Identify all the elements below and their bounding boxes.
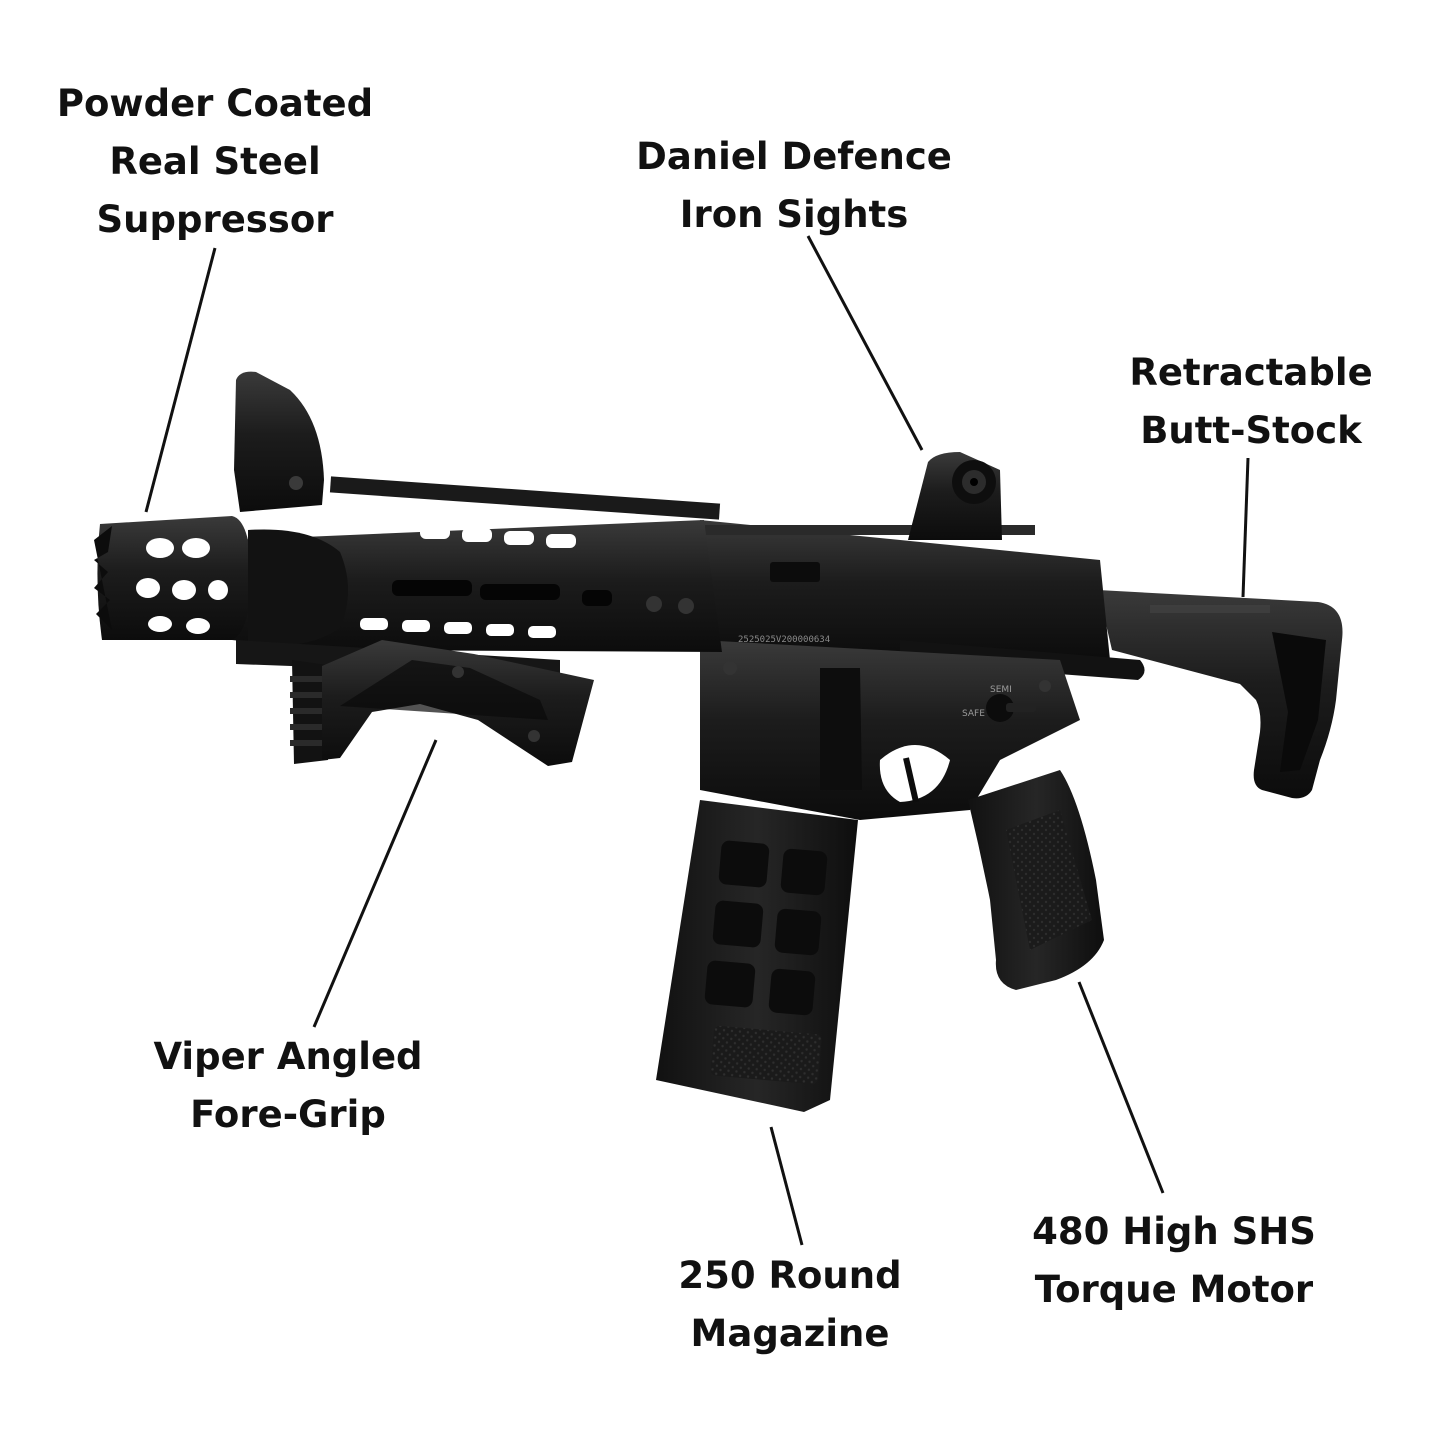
sights-label-line-1: Daniel Defence [636,135,952,178]
stock-leader-line [1241,457,1250,598]
magazine-label: 250 Round Magazine [662,1247,918,1363]
stock-label-line-2: Butt-Stock [1140,409,1362,452]
butt-stock [1098,590,1343,799]
suppressor-label: Powder Coated Real Steel Suppressor [34,75,396,249]
magazine-leader-line [769,1126,804,1246]
motor-label-line-1: 480 High SHS [1032,1210,1316,1253]
magazine [656,800,858,1112]
angled-foregrip [236,640,594,766]
lower-receiver: SEMI SAFE [700,640,1080,820]
magazine-label-line-2: Magazine [690,1312,890,1355]
foregrip-label: Viper Angled Fore-Grip [140,1028,436,1144]
rear-iron-sight [908,452,1002,540]
front-iron-sight [234,371,324,512]
motor-label-line-2: Torque Motor [1034,1268,1314,1311]
serial-engraving: 2525025V200000634 [738,635,830,645]
selector-safe: SAFE [962,709,985,719]
stock-label-line-1: Retractable [1129,351,1373,394]
foregrip-label-line-2: Fore-Grip [190,1093,386,1136]
selector-semi: SEMI [990,685,1012,695]
motor-leader-line [1077,981,1165,1194]
stock-label: Retractable Butt-Stock [1120,344,1382,460]
handguard [232,476,722,652]
suppressor-label-line-2: Real Steel [109,140,321,183]
foregrip-leader-line [312,739,438,1028]
foregrip-label-line-1: Viper Angled [153,1035,423,1078]
sights-label: Daniel Defence Iron Sights [624,128,964,244]
upper-receiver: 2525025V200000634 [700,520,1110,660]
motor-label: 480 High SHS Torque Motor [1014,1203,1334,1319]
suppressor [94,516,348,647]
magazine-label-line-1: 250 Round [678,1254,902,1297]
suppressor-leader-line [144,247,217,513]
suppressor-label-line-1: Powder Coated [56,82,374,125]
suppressor-label-line-3: Suppressor [96,198,334,241]
sights-label-line-2: Iron Sights [679,193,909,236]
sights-leader-line [806,235,924,451]
